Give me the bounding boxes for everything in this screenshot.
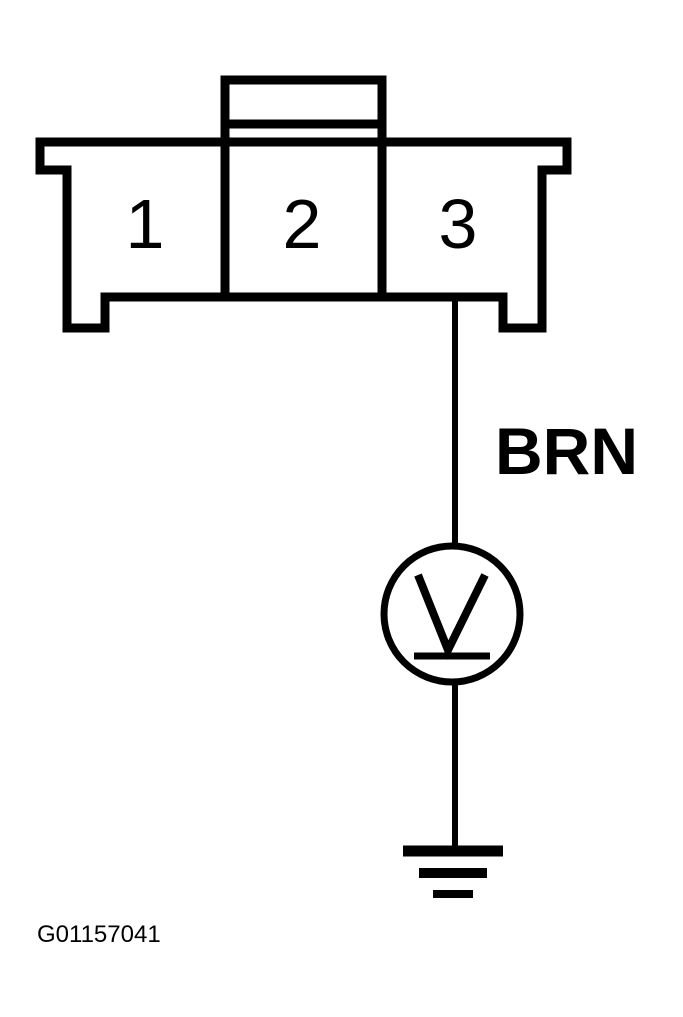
connector-latch bbox=[220, 75, 387, 297]
pin-2-label: 2 bbox=[283, 185, 322, 263]
connector-housing bbox=[35, 137, 572, 333]
pin-1-label: 1 bbox=[126, 185, 165, 263]
connector bbox=[35, 75, 572, 333]
figure-id: G01157041 bbox=[37, 921, 161, 948]
wire-color-label: BRN bbox=[495, 414, 638, 488]
pin-3-label: 3 bbox=[439, 185, 478, 263]
ground-icon bbox=[403, 845, 503, 898]
valve-symbol-icon bbox=[380, 542, 524, 686]
